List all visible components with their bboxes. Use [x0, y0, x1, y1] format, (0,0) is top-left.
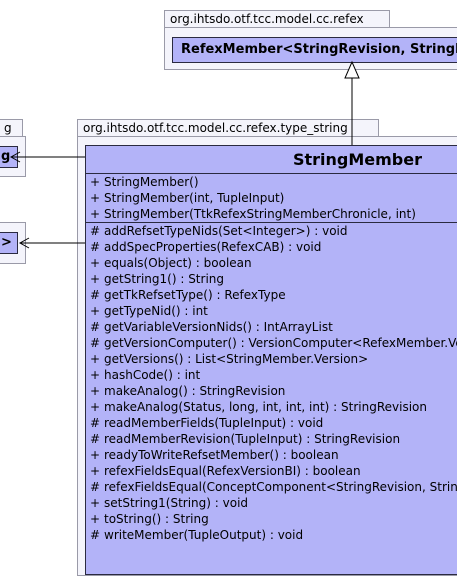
- visibility-marker: +: [90, 352, 101, 366]
- operation-signature: getVariableVersionNids() : IntArrayList: [104, 320, 333, 334]
- visibility-marker: +: [90, 256, 101, 270]
- operation-signature: getString1() : String: [104, 272, 224, 286]
- class-refex-member-title: RefexMember<StringRevision, StringMember…: [181, 42, 457, 57]
- operation-signature: readyToWriteRefsetMember() : boolean: [104, 448, 339, 462]
- class-refex-member[interactable]: RefexMember<StringRevision, StringMember…: [172, 37, 457, 63]
- method-row[interactable]: +setString1(String) : void: [86, 495, 457, 511]
- method-row[interactable]: +makeAnalog(Status, long, int, int, int)…: [86, 399, 457, 415]
- class-string-member-title: StringMember: [86, 146, 457, 174]
- visibility-marker: +: [90, 368, 101, 382]
- method-row[interactable]: #refexFieldsEqual(ConceptComponent<Strin…: [86, 479, 457, 495]
- visibility-marker: +: [90, 175, 101, 189]
- constructor-row[interactable]: +StringMember(): [86, 174, 457, 190]
- operation-signature: getVersionComputer() : VersionComputer<R…: [104, 336, 457, 350]
- method-row[interactable]: +hashCode() : int: [86, 367, 457, 383]
- method-row[interactable]: +makeAnalog() : StringRevision: [86, 383, 457, 399]
- visibility-marker: +: [90, 272, 101, 286]
- operation-signature: makeAnalog() : StringRevision: [104, 384, 286, 398]
- operation-signature: StringMember(int, TupleInput): [104, 191, 285, 205]
- visibility-marker: #: [90, 416, 101, 430]
- method-row[interactable]: +getString1() : String: [86, 271, 457, 287]
- operation-signature: getTypeNid() : int: [104, 304, 208, 318]
- operation-signature: readMemberFields(TupleInput) : void: [104, 416, 324, 430]
- operation-signature: hashCode() : int: [104, 368, 201, 382]
- visibility-marker: #: [90, 288, 101, 302]
- method-row[interactable]: #writeMember(TupleOutput) : void: [86, 527, 457, 543]
- method-row[interactable]: #addRefsetTypeNids(Set<Integer>) : void: [86, 223, 457, 239]
- method-row[interactable]: #readMemberRevision(TupleInput) : String…: [86, 431, 457, 447]
- visibility-marker: +: [90, 207, 101, 221]
- method-row[interactable]: +toString() : String: [86, 511, 457, 527]
- operation-signature: getTkRefsetType() : RefexType: [104, 288, 286, 302]
- visibility-marker: #: [90, 528, 101, 542]
- dependency-arrow-bottom: [18, 237, 30, 249]
- visibility-marker: +: [90, 448, 101, 462]
- visibility-marker: #: [90, 224, 101, 238]
- operation-signature: getVersions() : List<StringMember.Versio…: [104, 352, 369, 366]
- operation-signature: equals(Object) : boolean: [104, 256, 252, 270]
- visibility-marker: +: [90, 304, 101, 318]
- operation-signature: setString1(String) : void: [104, 496, 249, 510]
- method-row[interactable]: +refexFieldsEqual(RefexVersionBI) : bool…: [86, 463, 457, 479]
- operation-signature: addSpecProperties(RefexCAB) : void: [104, 240, 322, 254]
- package-refex-tab: org.ihtsdo.otf.tcc.model.cc.refex: [164, 10, 390, 28]
- operation-signature: StringMember(TtkRefexStringMemberChronic…: [104, 207, 416, 221]
- operation-signature: toString() : String: [104, 512, 209, 526]
- operation-signature: writeMember(TupleOutput) : void: [104, 528, 304, 542]
- method-row[interactable]: #readMemberFields(TupleInput) : void: [86, 415, 457, 431]
- package-type-string-name: org.ihtsdo.otf.tcc.model.cc.refex.type_s…: [83, 121, 348, 135]
- method-row[interactable]: #getVariableVersionNids() : IntArrayList: [86, 319, 457, 335]
- visibility-marker: #: [90, 480, 101, 494]
- visibility-marker: #: [90, 432, 101, 446]
- operation-signature: makeAnalog(Status, long, int, int, int) …: [104, 400, 427, 414]
- method-row[interactable]: #getVersionComputer() : VersionComputer<…: [86, 335, 457, 351]
- operation-signature: refexFieldsEqual(ConceptComponent<String…: [104, 480, 457, 494]
- method-row[interactable]: +readyToWriteRefsetMember() : boolean: [86, 447, 457, 463]
- visibility-marker: #: [90, 336, 101, 350]
- class-left-bottom-title: >: [1, 235, 12, 250]
- operation-signature: addRefsetTypeNids(Set<Integer>) : void: [104, 224, 348, 238]
- method-row[interactable]: #addSpecProperties(RefexCAB) : void: [86, 239, 457, 255]
- method-row[interactable]: #getTkRefsetType() : RefexType: [86, 287, 457, 303]
- package-refex-name: org.ihtsdo.otf.tcc.model.cc.refex: [170, 12, 364, 26]
- constructor-row[interactable]: +StringMember(TtkRefexStringMemberChroni…: [86, 206, 457, 222]
- constructor-row[interactable]: +StringMember(int, TupleInput): [86, 190, 457, 206]
- class-left-bottom[interactable]: >: [0, 232, 18, 254]
- visibility-marker: +: [90, 400, 101, 414]
- package-left-top-tab: g: [0, 119, 23, 137]
- method-row[interactable]: +equals(Object) : boolean: [86, 255, 457, 271]
- visibility-marker: +: [90, 464, 101, 478]
- visibility-marker: +: [90, 512, 101, 526]
- methods-section: #addRefsetTypeNids(Set<Integer>) : void#…: [86, 223, 457, 543]
- visibility-marker: #: [90, 320, 101, 334]
- class-left-top-title: g: [1, 149, 11, 164]
- package-type-string-tab: org.ihtsdo.otf.tcc.model.cc.refex.type_s…: [77, 119, 379, 137]
- method-row[interactable]: +getTypeNid() : int: [86, 303, 457, 319]
- visibility-marker: +: [90, 191, 101, 205]
- operation-signature: readMemberRevision(TupleInput) : StringR…: [104, 432, 401, 446]
- constructors-section: +StringMember()+StringMember(int, TupleI…: [86, 174, 457, 223]
- visibility-marker: +: [90, 496, 101, 510]
- package-left-top-name: g: [4, 121, 12, 135]
- operation-signature: refexFieldsEqual(RefexVersionBI) : boole…: [104, 464, 361, 478]
- operation-signature: StringMember(): [104, 175, 199, 189]
- method-row[interactable]: +getVersions() : List<StringMember.Versi…: [86, 351, 457, 367]
- class-string-member[interactable]: StringMember +StringMember()+StringMembe…: [85, 145, 457, 575]
- visibility-marker: +: [90, 384, 101, 398]
- visibility-marker: #: [90, 240, 101, 254]
- dependency-arrow-top: [9, 151, 21, 163]
- generalization-arrowhead: [344, 60, 360, 79]
